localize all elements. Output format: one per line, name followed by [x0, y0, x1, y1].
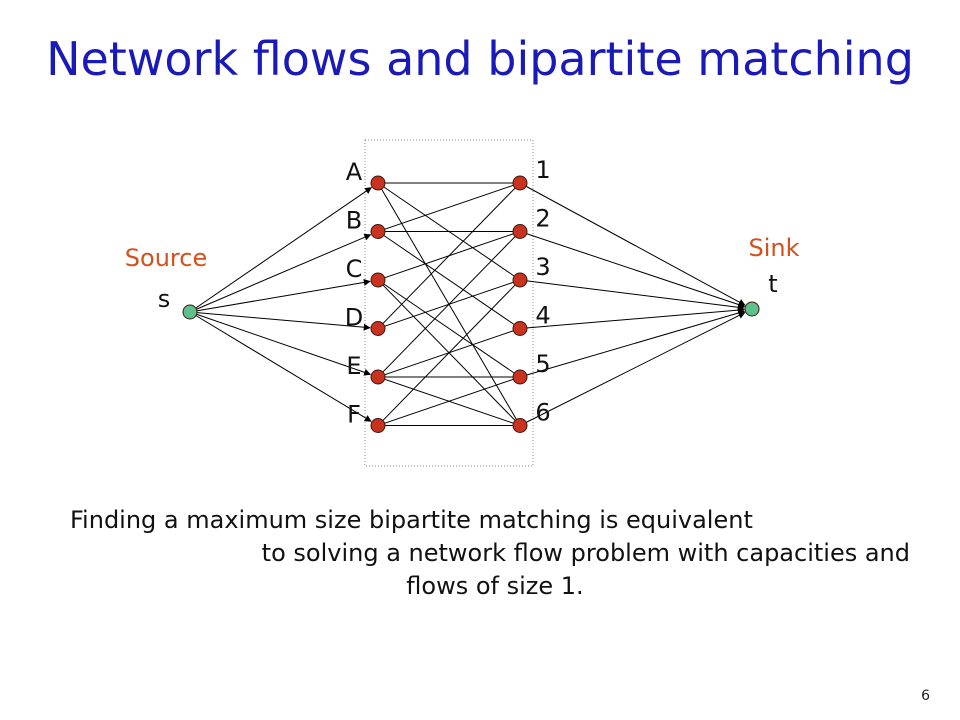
- right-label-6: 6: [535, 399, 550, 427]
- edge-3-sink: [519, 279, 745, 311]
- left-label-d: D: [345, 304, 363, 332]
- left-node-a: [370, 175, 386, 191]
- edge-f-5: [377, 376, 521, 426]
- left-node-f: [370, 418, 386, 433]
- edge-d-1: [377, 182, 521, 329]
- edge-6-sink: [519, 312, 746, 426]
- left-node-e: [370, 369, 386, 385]
- right-label-3: 3: [535, 253, 550, 281]
- edge-1-sink: [519, 182, 746, 306]
- slide-title: Network flows and bipartite matching: [46, 32, 914, 86]
- caption: Finding a maximum size bipartite matchin…: [60, 504, 930, 603]
- caption-line-1: Finding a maximum size bipartite matchin…: [70, 506, 753, 534]
- edge-f-3: [377, 279, 521, 426]
- left-label-f: F: [347, 401, 361, 429]
- right-node-6: [512, 418, 528, 433]
- left-label-c: C: [346, 255, 363, 283]
- page-number: 6: [921, 688, 930, 704]
- edge-b-1: [377, 182, 521, 232]
- bipartite-box: [364, 139, 534, 467]
- right-label-5: 5: [535, 350, 550, 378]
- edge-source-e: [189, 311, 372, 376]
- edge-4-sink: [519, 306, 745, 329]
- right-label-4: 4: [535, 302, 550, 330]
- sink-node-label: t: [768, 270, 777, 298]
- right-node-5: [512, 369, 528, 385]
- caption-line-3: flows of size 1.: [406, 572, 584, 600]
- right-node-2: [512, 224, 528, 239]
- sink-node: [744, 301, 760, 317]
- right-node-1: [512, 175, 528, 191]
- left-label-e: E: [346, 352, 361, 380]
- left-node-b: [370, 224, 386, 239]
- right-node-3: [512, 272, 528, 288]
- edge-source-d: [189, 311, 371, 331]
- left-label-a: A: [346, 158, 363, 186]
- edge-source-c: [189, 278, 371, 313]
- right-label-1: 1: [535, 156, 550, 184]
- caption-line-2: to solving a network flow problem with c…: [261, 539, 910, 567]
- edge-e-2: [377, 231, 521, 378]
- right-node-4: [512, 321, 528, 336]
- edge-2-sink: [519, 231, 746, 308]
- sink-label: Sink: [748, 234, 799, 262]
- edge-source-b: [189, 233, 372, 313]
- left-node-c: [370, 272, 386, 288]
- right-label-2: 2: [535, 205, 550, 233]
- left-label-b: B: [346, 207, 362, 235]
- edge-source-f: [189, 311, 372, 422]
- source-node: [182, 304, 198, 320]
- edge-c-5: [377, 279, 521, 378]
- edge-5-sink: [519, 309, 745, 378]
- edge-b-4: [377, 231, 521, 329]
- source-label: Source: [125, 244, 207, 272]
- source-node-label: s: [158, 285, 171, 313]
- left-node-d: [370, 321, 386, 336]
- edge-source-a: [189, 187, 372, 313]
